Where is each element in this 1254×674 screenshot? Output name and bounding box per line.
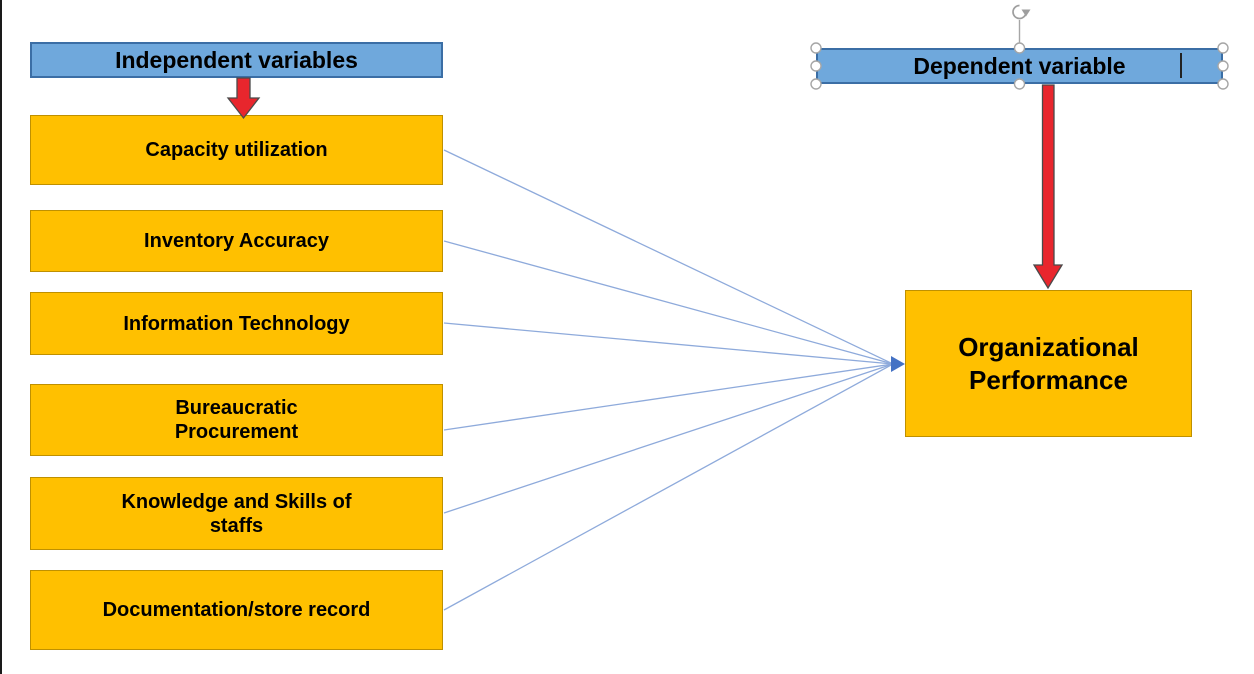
independent-variables-header-label: Independent variables: [115, 46, 358, 73]
connector-information[interactable]: [443, 322, 894, 365]
box-label: Capacity utilization: [145, 139, 328, 161]
connector-lines: [443, 149, 894, 611]
page-left-border: [0, 0, 2, 674]
independent-box-information-technology[interactable]: Information Technology: [30, 292, 443, 355]
independent-variables-header[interactable]: Independent variables: [30, 42, 443, 78]
connector-capacity[interactable]: [443, 149, 894, 365]
connector-arrowhead-icon: [891, 356, 905, 372]
independent-box-knowledge-skills[interactable]: Knowledge and Skills of staffs: [30, 477, 443, 550]
independent-down-arrow-icon[interactable]: [226, 77, 261, 120]
independent-box-inventory-accuracy[interactable]: Inventory Accuracy: [30, 210, 443, 272]
box-label: Documentation/store record: [102, 599, 371, 621]
dependent-variable-header[interactable]: Dependent variable: [816, 48, 1223, 84]
connector-inventory[interactable]: [443, 240, 894, 365]
box-label: Information Technology: [123, 312, 350, 335]
dependent-variable-header-label: Dependent variable: [913, 52, 1126, 79]
box-label: Bureaucratic Procurement: [174, 397, 299, 443]
rotate-handle-icon[interactable]: [1012, 4, 1031, 20]
dependent-box-organizational-performance[interactable]: Organizational Performance: [905, 290, 1192, 437]
box-label: Knowledge and Skills of staffs: [121, 490, 352, 537]
independent-box-capacity-utilization[interactable]: Capacity utilization: [30, 115, 443, 185]
text-cursor: [1180, 53, 1182, 78]
box-label: Inventory Accuracy: [144, 230, 329, 252]
dependent-down-arrow-icon[interactable]: [1032, 84, 1064, 290]
connector-bureaucratic[interactable]: [443, 363, 894, 431]
connector-knowledge[interactable]: [443, 363, 894, 514]
independent-box-bureaucratic-procurement[interactable]: Bureaucratic Procurement: [30, 384, 443, 456]
box-label: Organizational Performance: [958, 332, 1139, 395]
connector-documentation[interactable]: [443, 363, 894, 611]
independent-box-documentation-store-record[interactable]: Documentation/store record: [30, 570, 443, 650]
